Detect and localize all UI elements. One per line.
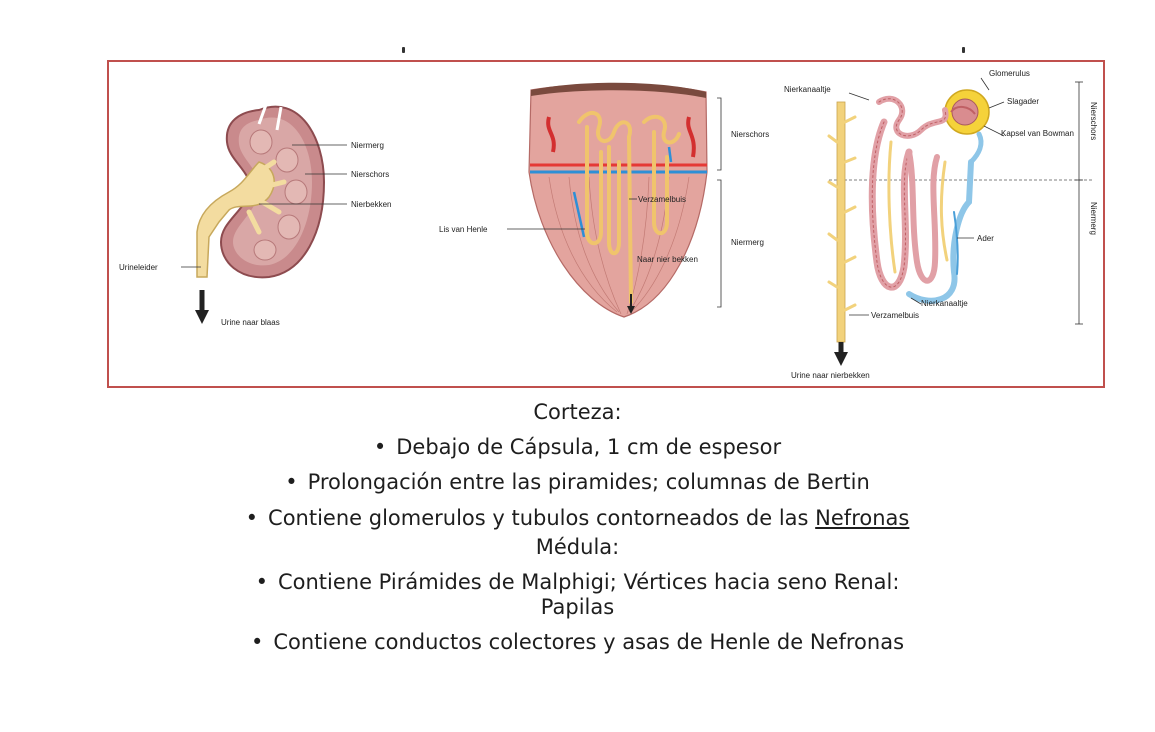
label-nephron-nierkanaaltje-bottom: Nierkanaaltje [921,299,968,308]
corteza-bullet-2: •Prolongación entre las piramides; colum… [285,470,870,495]
medula-bullet-1-continuation: Papilas [540,595,615,620]
label-pyramid-verzamelbuis: Verzamelbuis [638,195,686,204]
label-pyramid-naar-nierbekken: Naar nier bekken [637,255,698,264]
label-kidney-urineleider: Urineleider [119,263,158,272]
label-nephron-kapsel-van-bowman: Kapsel van Bowman [1001,129,1074,138]
label-pyramid-lis-van-henle: Lis van Henle [439,225,488,234]
label-nephron-glomerulus: Glomerulus [989,69,1030,78]
renal-pyramid: Nierschors Verzamelbuis Lis van Henle Ni… [439,82,769,318]
label-nephron-urine-naar-nierbekken: Urine naar nierbekken [791,371,870,380]
label-kidney-nierschors: Nierschors [351,170,389,179]
label-nephron-side-nierschors: Nierschors [1089,102,1098,140]
slide-text: Corteza: •Debajo de Cápsula, 1 cm de esp… [0,400,1155,666]
title-fragment-mark-right [962,47,965,53]
medula-heading: Médula: [535,534,620,559]
label-nephron-nierkanaaltje-top: Nierkanaaltje [784,85,831,94]
label-nephron-ader: Ader [977,234,994,243]
title-fragment-mark-left [402,47,405,53]
kidney-cross-section: Niermerg Nierschors Nierbekken Urineleid… [119,101,391,327]
label-nephron-side-niermerg: Niermerg [1089,202,1098,235]
diagram-frame: Niermerg Nierschors Nierbekken Urineleid… [107,60,1105,388]
nephron: Nierschors Niermerg Nierkanaaltje Glomer… [784,69,1098,380]
label-kidney-nierbekken: Nierbekken [351,200,391,209]
label-pyramid-nierschors: Nierschors [731,130,769,139]
label-kidney-niermerg: Niermerg [351,141,384,150]
label-nephron-verzamelbuis: Verzamelbuis [871,311,919,320]
corteza-heading: Corteza: [533,400,622,424]
medula-bullet-1: •Contiene Pirámides de Malphigi; Vértice… [255,569,900,594]
label-nephron-slagader: Slagader [1007,97,1039,106]
label-kidney-urine-naar-blaas: Urine naar blaas [221,318,280,327]
corteza-bullet-3: •Contiene glomerulos y tubulos contornea… [245,505,910,530]
kidney-diagram-svg: Niermerg Nierschors Nierbekken Urineleid… [119,69,1098,380]
corteza-bullet-1: •Debajo de Cápsula, 1 cm de espesor [373,435,782,460]
medula-bullet-2: •Contiene conductos colectores y asas de… [250,630,905,655]
nefronas-underlined: Nefronas [815,505,910,530]
label-pyramid-niermerg: Niermerg [731,238,764,247]
